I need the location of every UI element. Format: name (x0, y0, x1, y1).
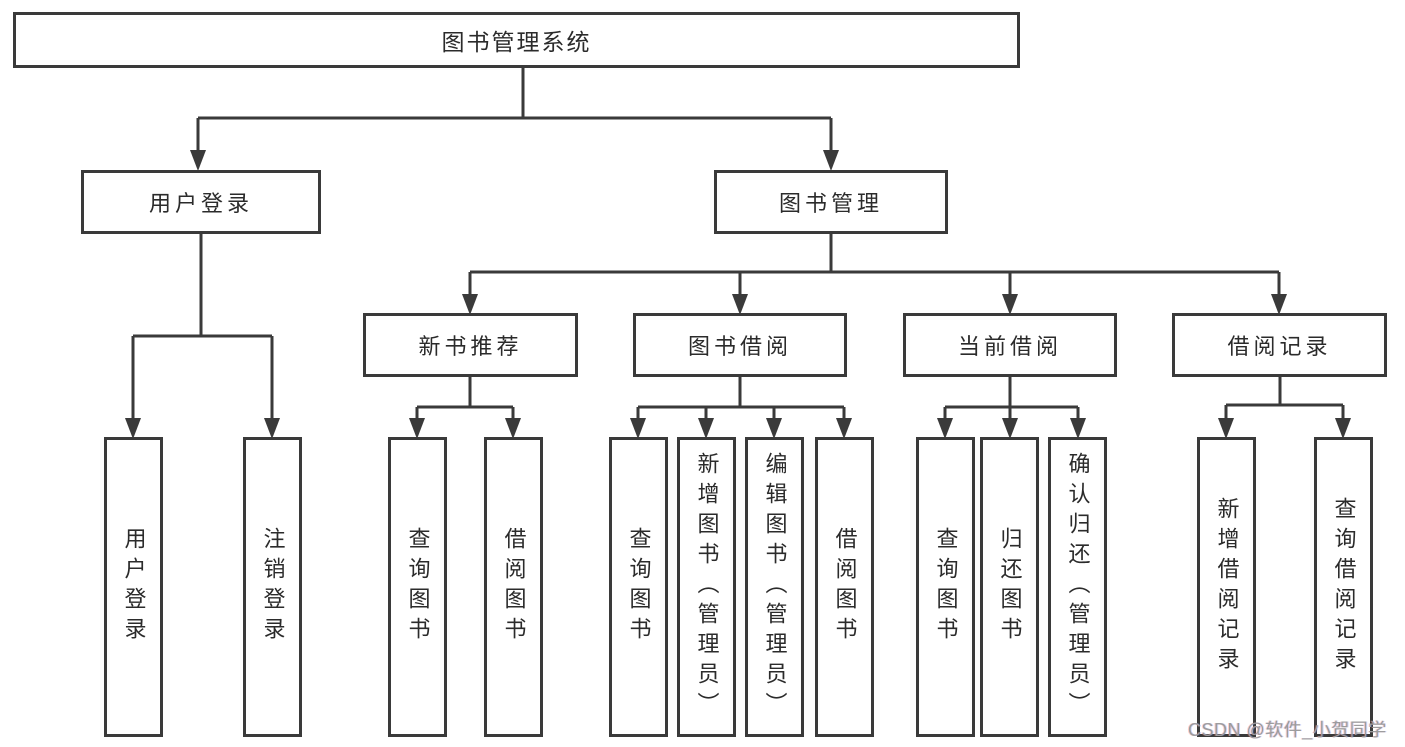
leaf-add-borrow-record: 新增借阅记录 (1197, 437, 1256, 737)
arrowhead (937, 418, 953, 439)
arrowhead (1002, 418, 1018, 439)
arrowhead (698, 418, 714, 439)
node-label: 用户登录 (148, 191, 253, 216)
leaf-label: 查询图书 (626, 527, 652, 647)
leaf-label: 归还图书 (997, 527, 1023, 647)
connector-book-borrow-fork (630, 377, 852, 439)
leaf-logout: 注销登录 (243, 437, 302, 737)
connector-borrow-records-fork (1218, 377, 1351, 439)
leaf-label: 借阅图书 (501, 527, 527, 647)
node-label: 新书推荐 (418, 334, 523, 359)
node-borrow-records: 借阅记录 (1172, 313, 1387, 377)
connector-book-management-fork (462, 234, 1287, 315)
node-label: 当前借阅 (957, 334, 1062, 359)
leaf-label: 新增借阅记录 (1214, 497, 1240, 677)
arrowhead (630, 418, 646, 439)
arrowhead (836, 418, 852, 439)
leaf-label: 新增图书（管理员） (694, 452, 720, 722)
leaf-label: 查询图书 (405, 527, 431, 647)
leaf-borrow-query-books: 查询图书 (609, 437, 668, 737)
connector-root-fork (190, 68, 839, 171)
leaf-query-borrow-record: 查询借阅记录 (1314, 437, 1373, 737)
leaf-label: 查询借阅记录 (1331, 497, 1357, 677)
arrowhead (409, 418, 425, 439)
arrowhead (732, 294, 748, 315)
leaf-label: 借阅图书 (832, 527, 858, 647)
node-user-login: 用户登录 (81, 170, 321, 234)
leaf-borrow-borrow-books: 借阅图书 (815, 437, 874, 737)
node-label: 图书管理系统 (441, 29, 592, 55)
node-label: 借阅记录 (1227, 334, 1332, 359)
node-label: 图书管理 (778, 191, 883, 216)
leaf-label: 确认归还（管理员） (1065, 452, 1091, 722)
leaf-label: 注销登录 (260, 527, 286, 647)
arrowhead (1271, 294, 1287, 315)
arrowhead (823, 150, 839, 171)
arrowhead (766, 418, 782, 439)
leaf-label: 用户登录 (121, 527, 147, 647)
leaf-add-book-admin: 新增图书（管理员） (677, 437, 736, 737)
leaf-user-login: 用户登录 (104, 437, 163, 737)
csdn-watermark: CSDN @软件_小贺同学 (1188, 720, 1387, 740)
node-current-borrow: 当前借阅 (903, 313, 1117, 377)
arrowhead (190, 150, 206, 171)
node-label: 图书借阅 (687, 334, 792, 359)
connector-new-book-fork (409, 377, 521, 439)
leaf-newbook-query-books: 查询图书 (388, 437, 447, 737)
leaf-confirm-return-admin: 确认归还（管理员） (1048, 437, 1107, 737)
arrowhead (1218, 418, 1234, 439)
arrowhead (264, 418, 280, 439)
leaf-newbook-borrow-books: 借阅图书 (484, 437, 543, 737)
node-library-management-system: 图书管理系统 (13, 12, 1020, 68)
connector-current-borrow-fork (937, 377, 1086, 439)
node-book-borrow: 图书借阅 (633, 313, 847, 377)
arrowhead (1070, 418, 1086, 439)
leaf-label: 查询图书 (933, 527, 959, 647)
leaf-current-query-books: 查询图书 (916, 437, 975, 737)
arrowhead (125, 418, 141, 439)
node-new-book-recommend: 新书推荐 (363, 313, 578, 377)
leaf-label: 编辑图书（管理员） (762, 452, 788, 722)
arrowhead (505, 418, 521, 439)
arrowhead (1335, 418, 1351, 439)
node-book-management: 图书管理 (714, 170, 948, 234)
leaf-return-book: 归还图书 (980, 437, 1039, 737)
arrowhead (1002, 294, 1018, 315)
arrowhead (462, 294, 478, 315)
connector-user-login-fork (125, 234, 280, 439)
leaf-edit-book-admin: 编辑图书（管理员） (745, 437, 804, 737)
